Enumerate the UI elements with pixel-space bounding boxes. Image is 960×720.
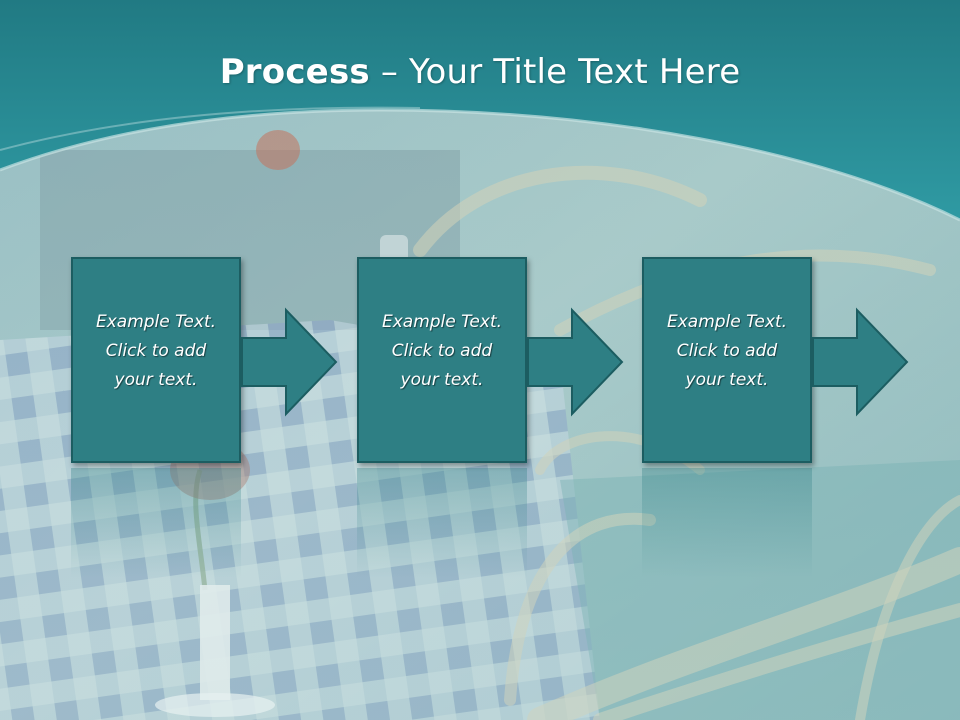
title-bold: Process bbox=[219, 52, 370, 92]
step-1-reflection bbox=[71, 468, 241, 578]
arrow-right-icon bbox=[241, 307, 338, 417]
process-step-2[interactable]: Example Text. Click to add your text. bbox=[357, 257, 527, 463]
step-1-line-3: your text. bbox=[114, 369, 198, 390]
arrow-right-icon bbox=[812, 307, 909, 417]
step-1-text: Example Text. Click to add your text. bbox=[81, 308, 231, 395]
step-3-line-1: Example Text. bbox=[666, 311, 788, 332]
arrow-right-icon bbox=[527, 307, 624, 417]
slide-title[interactable]: Process – Your Title Text Here bbox=[0, 52, 960, 92]
process-step-1[interactable]: Example Text. Click to add your text. bbox=[71, 257, 241, 463]
step-2-text: Example Text. Click to add your text. bbox=[367, 308, 517, 395]
step-1-line-2: Click to add bbox=[105, 340, 207, 361]
process-step-3[interactable]: Example Text. Click to add your text. bbox=[642, 257, 812, 463]
step-1-line-1: Example Text. bbox=[95, 311, 217, 332]
step-3-line-3: your text. bbox=[685, 369, 769, 390]
step-3-line-2: Click to add bbox=[676, 340, 778, 361]
title-rest: – Your Title Text Here bbox=[369, 52, 741, 92]
step-2-reflection bbox=[357, 468, 527, 578]
step-3-reflection bbox=[642, 468, 812, 578]
step-2-line-3: your text. bbox=[400, 369, 484, 390]
step-2-line-2: Click to add bbox=[391, 340, 493, 361]
step-3-text: Example Text. Click to add your text. bbox=[652, 308, 802, 395]
step-2-line-1: Example Text. bbox=[381, 311, 503, 332]
